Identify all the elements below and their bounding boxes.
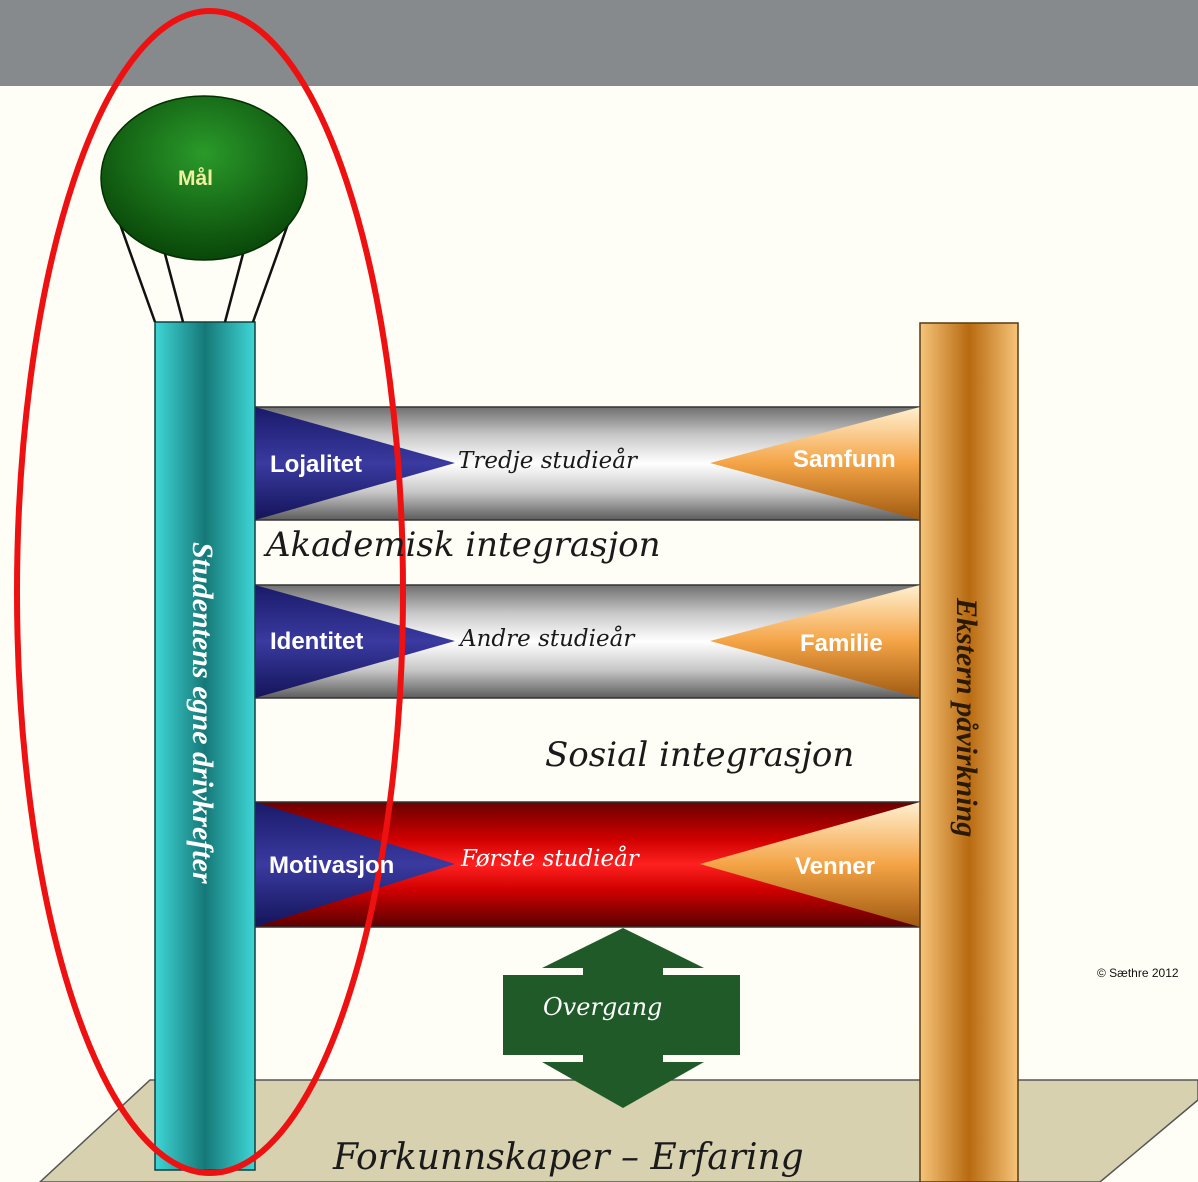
right-pillar-label: Ekstern påvirkning [950, 598, 983, 838]
foundation-plane [38, 1079, 1198, 1182]
inner-triangle-first-year [255, 802, 455, 927]
left-pillar [154, 321, 256, 1171]
transition-label: Overgang [543, 993, 663, 1021]
inner-label-second-year: Identitet [270, 628, 364, 655]
outer-label-third-year: Samfunn [793, 446, 896, 473]
goal-label: Mål [178, 167, 214, 190]
goal-balloon [100, 95, 308, 261]
foundation-label: Forkunnskaper – Erfaring [333, 1137, 804, 1178]
outer-triangle-first-year [700, 802, 920, 927]
inner-triangle-second-year [255, 585, 455, 698]
inner-triangle-third-year [255, 407, 455, 520]
academic-integration-label: Akademisk integrasjon [266, 525, 661, 565]
outer-label-first-year: Venner [795, 853, 876, 880]
transition-arrow [503, 928, 740, 1108]
copyright-note: © Sæthre 2012 [1097, 966, 1179, 980]
inner-label-third-year: Lojalitet [270, 451, 363, 478]
highlight-ellipse [14, 8, 406, 1176]
year-label-second: Andre studieår [460, 626, 635, 652]
outer-label-second-year: Familie [800, 630, 883, 657]
right-pillar [919, 322, 1019, 1182]
left-pillar-label: Studentens egne drivkrefter [186, 542, 219, 884]
year-label-third: Tredje studieår [458, 448, 637, 474]
outer-triangle-second-year [710, 585, 920, 698]
year-label-first: Første studieår [461, 846, 639, 872]
inner-label-first-year: Motivasjon [269, 852, 395, 879]
outer-triangle-third-year [710, 407, 920, 520]
social-integration-label: Sosial integrasjon [545, 735, 855, 775]
